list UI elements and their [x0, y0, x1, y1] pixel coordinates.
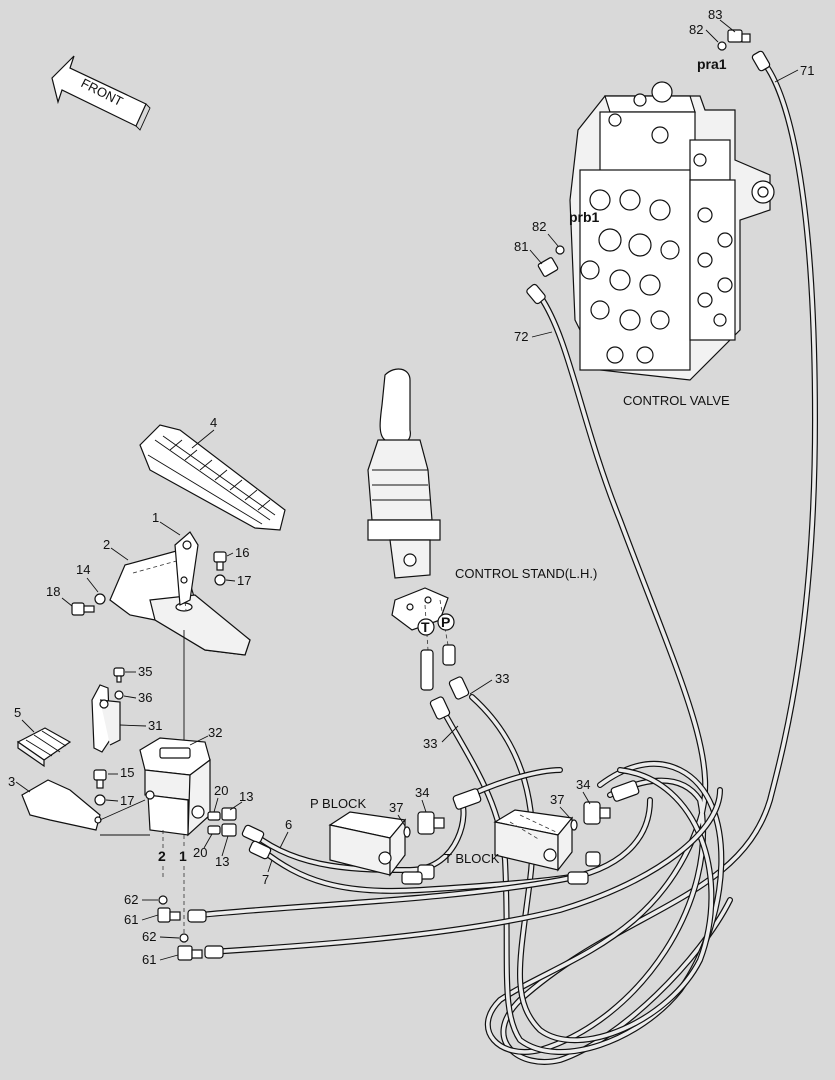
callout-5: 5: [14, 705, 21, 720]
callout-16: 16: [235, 545, 249, 560]
bolt-18: [71, 602, 95, 616]
hose-61-lower: [207, 787, 723, 955]
joystick-lever: CONTROL STAND(L.H.): [367, 368, 597, 631]
port-label-prb1: prb1: [569, 209, 600, 225]
callout-82-top: 82: [689, 22, 703, 37]
callout-2-top: 2: [103, 537, 110, 552]
callout-33-lower: 33: [423, 736, 437, 751]
callout-18: 18: [46, 584, 60, 599]
hose-61-upper: [197, 797, 653, 918]
pedal-5: [16, 727, 72, 768]
washer-36: [114, 690, 124, 700]
callout-32: 32: [208, 725, 222, 740]
callout-71: 71: [800, 63, 814, 78]
hose-72-end: [526, 283, 546, 305]
callout-4: 4: [210, 415, 217, 430]
callout-61-upper: 61: [124, 912, 138, 927]
washer-17-lower: [94, 794, 106, 806]
control-valve-caption: CONTROL VALVE: [623, 393, 730, 408]
callout-36: 36: [138, 690, 152, 705]
o-ring-62-lower: [179, 933, 189, 943]
port-p-marker: P: [437, 613, 455, 631]
fitting-83: [727, 29, 751, 43]
callout-83: 83: [708, 7, 722, 22]
control-stand-caption: CONTROL STAND(L.H.): [455, 566, 597, 581]
hose-6: [252, 767, 563, 873]
callout-62-lower: 62: [142, 929, 156, 944]
elbow-61-upper: [157, 907, 207, 923]
fittings-20-13: [207, 807, 272, 860]
fitting-t-adapter: [420, 649, 434, 691]
hose-33a-end: [429, 696, 451, 720]
callout-20-lower: 20: [193, 845, 207, 860]
port-t-marker: T: [417, 618, 435, 636]
bracket-31: [91, 684, 121, 753]
hose-6-end: [401, 871, 423, 885]
callout-13-lower: 13: [215, 854, 229, 869]
fitting-p-adapter: [442, 644, 456, 666]
callout-17-top: 17: [237, 573, 251, 588]
callout-34-right: 34: [576, 777, 590, 792]
callout-3: 3: [8, 774, 15, 789]
p-block-caption: P BLOCK: [310, 796, 366, 811]
callout-37-right: 37: [550, 792, 564, 807]
plate-1: [174, 531, 199, 606]
washer-17-top: [214, 574, 226, 586]
o-ring-82-top: [717, 41, 727, 51]
callout-62-upper: 62: [124, 892, 138, 907]
washer-14: [94, 593, 106, 605]
plate-3: [21, 779, 102, 831]
callout-14: 14: [76, 562, 90, 577]
bolt-16: [213, 551, 227, 571]
callout-82-mid: 82: [532, 219, 546, 234]
callout-81: 81: [514, 239, 528, 254]
o-ring-82-mid: [555, 245, 565, 255]
hose-33-b: [469, 694, 715, 1044]
pedal-valve-32: [139, 737, 211, 837]
valve-spools: [580, 189, 733, 364]
front-arrow: FRONT: [51, 55, 151, 131]
elbow-61-lower: [177, 945, 224, 961]
callout-34-left: 34: [415, 785, 429, 800]
callout-20-upper: 20: [214, 783, 228, 798]
callout-6: 6: [285, 817, 292, 832]
bolt-35: [113, 667, 125, 683]
callout-1-top: 1: [152, 510, 159, 525]
hose-71: [500, 55, 818, 1065]
port-label-2: 2: [158, 848, 166, 864]
hose-33b-end: [448, 676, 470, 700]
o-ring-62-upper: [158, 895, 168, 905]
port-label-1: 1: [179, 848, 187, 864]
svg-text:P: P: [441, 614, 450, 630]
callout-17-lower: 17: [120, 793, 134, 808]
svg-text:T: T: [421, 619, 430, 635]
fitting-34-right: [567, 780, 640, 885]
t-block: [493, 809, 574, 872]
callout-13-upper: 13: [239, 789, 253, 804]
callout-33-upper: 33: [495, 671, 509, 686]
callout-35: 35: [138, 664, 152, 679]
callout-15: 15: [120, 765, 134, 780]
callout-7: 7: [262, 872, 269, 887]
hose-72: [484, 293, 709, 1055]
t-block-caption: T BLOCK: [444, 851, 500, 866]
callout-37-left: 37: [389, 800, 403, 815]
bolt-15: [93, 769, 107, 789]
hose-71-end: [751, 50, 771, 72]
control-valve: CONTROL VALVE: [569, 81, 775, 408]
p-block: [328, 811, 407, 877]
pedal-4: [139, 424, 286, 531]
callout-61-lower: 61: [142, 952, 156, 967]
fitting-81: [537, 257, 559, 277]
callout-31: 31: [148, 718, 162, 733]
callout-72: 72: [514, 329, 528, 344]
port-label-pra1: pra1: [697, 56, 727, 72]
